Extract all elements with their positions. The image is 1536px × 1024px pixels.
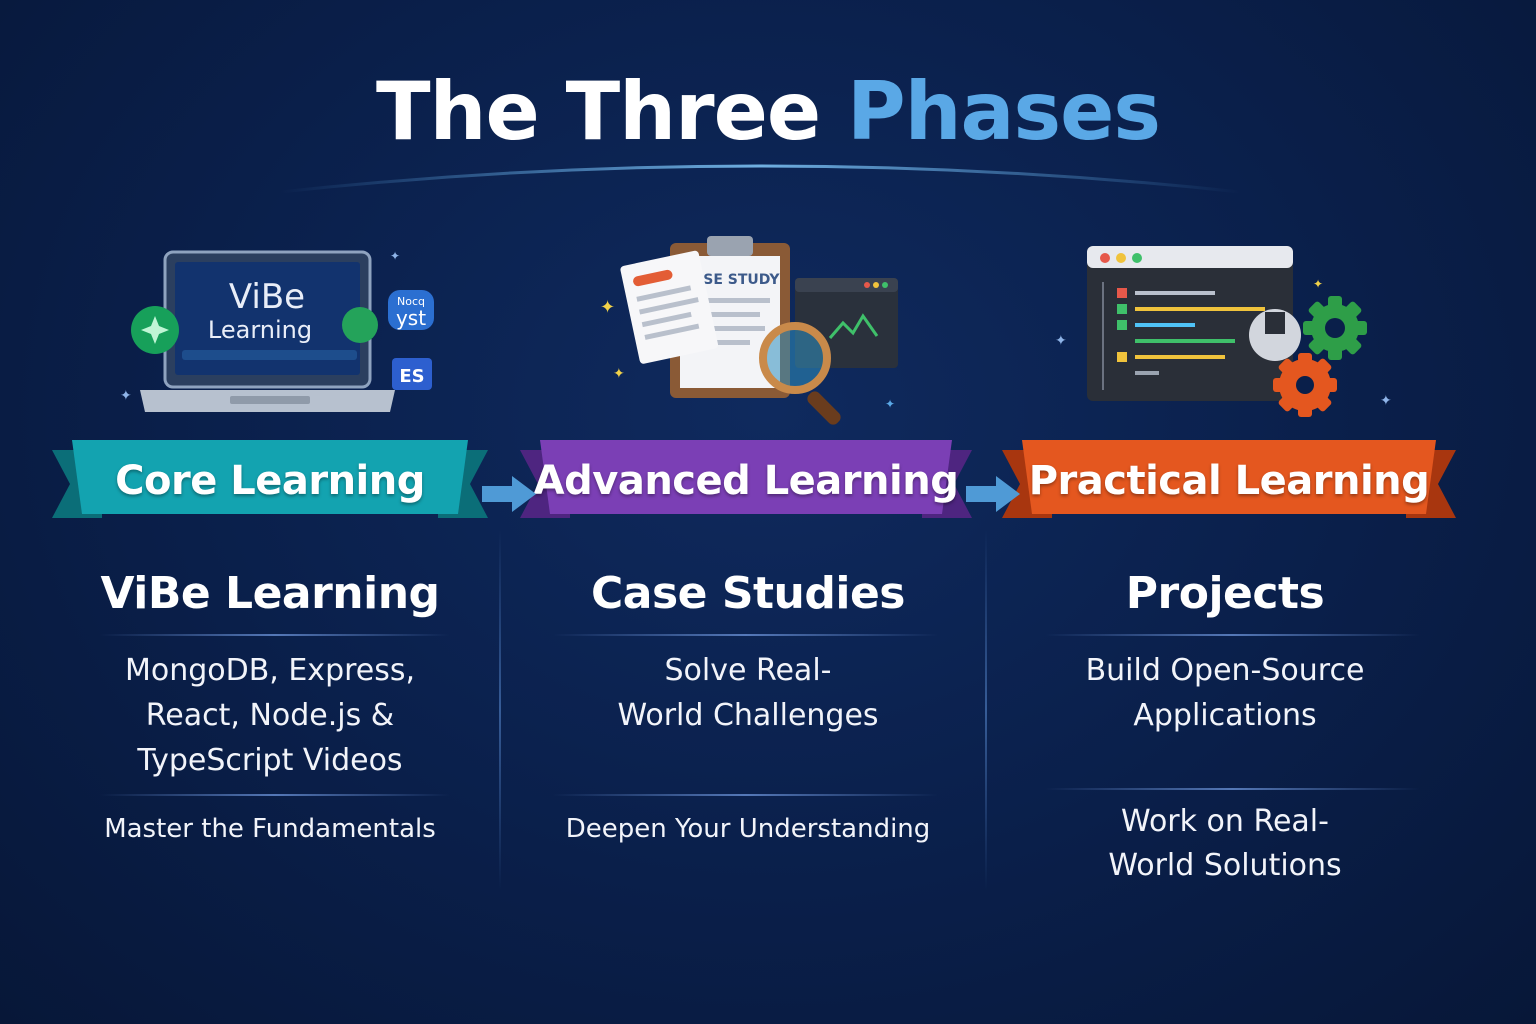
svg-text:✦: ✦ (600, 297, 615, 318)
svg-text:Nocq: Nocq (397, 295, 425, 308)
code-editor-gears-icon: ✦ ✦ ✦ (1055, 240, 1400, 425)
description-line: Applications (1133, 698, 1317, 733)
description-line: TypeScript Videos (137, 743, 403, 778)
description-line: Build Open-Source (1085, 653, 1365, 688)
svg-text:ES: ES (399, 366, 424, 387)
outcome-line: World Solutions (1108, 848, 1342, 883)
banner-label-core: Core Learning (115, 458, 425, 504)
page-title: The Three Phases (0, 72, 1536, 152)
column-divider (499, 530, 501, 890)
phase-outcome: Deepen Your Understanding (538, 814, 958, 844)
divider (553, 794, 938, 796)
divider (1045, 634, 1420, 636)
svg-text:✦: ✦ (390, 249, 400, 263)
arrow-right-icon (482, 476, 536, 512)
title-part1: The Three (375, 65, 821, 158)
svg-text:✦: ✦ (1380, 393, 1392, 409)
laptop-icon: ViBe Learning Nocq yst ES ✦ ✦ (110, 240, 450, 430)
divider (100, 634, 450, 636)
case-study-icon: ASE STUDY ✦ ✦ ✦ (595, 228, 915, 428)
svg-text:✦: ✦ (613, 366, 625, 382)
phase-heading: Case Studies (591, 568, 906, 619)
laptop-screen-title: ViBe (229, 277, 305, 317)
banner-practical-learning: Practical Learning (1002, 440, 1456, 524)
outcome-line: Work on Real- (1121, 804, 1329, 839)
phase-description: Solve Real- World Challenges (538, 648, 958, 738)
phase-core-column: ViBe Learning MongoDB, Express, React, N… (60, 568, 480, 888)
phase-advanced-column: Case Studies Solve Real- World Challenge… (538, 568, 958, 888)
description-line: MongoDB, Express, (124, 653, 416, 688)
phase-heading: ViBe Learning (100, 568, 440, 619)
phase-description: MongoDB, Express, React, Node.js & TypeS… (60, 648, 480, 783)
svg-text:✦: ✦ (1055, 333, 1067, 349)
divider (1045, 788, 1420, 790)
outcome-line: Deepen Your Understanding (565, 814, 931, 844)
svg-text:✦: ✦ (885, 397, 895, 411)
laptop-screen-subtitle: Learning (208, 316, 312, 344)
case-study-doc-label: ASE STUDY (692, 272, 780, 288)
arrow-right-icon (966, 476, 1020, 512)
title-part2: Phases (846, 65, 1161, 158)
banner-advanced-learning: Advanced Learning (520, 440, 972, 524)
title-underline-arc (279, 164, 1241, 194)
description-line: React, Node.js & (145, 698, 395, 733)
divider (100, 794, 450, 796)
description-line: World Challenges (617, 698, 879, 733)
phase-practical-column: Projects Build Open-Source Applications … (1020, 568, 1430, 898)
banner-label-practical: Practical Learning (1028, 458, 1430, 504)
phase-outcome: Master the Fundamentals (60, 814, 480, 844)
phase-heading: Projects (1125, 568, 1325, 619)
svg-text:✦: ✦ (1313, 277, 1323, 291)
svg-text:yst: yst (396, 306, 426, 330)
description-line: Solve Real- (664, 653, 832, 688)
divider (553, 634, 938, 636)
banner-core-learning: Core Learning (52, 440, 488, 524)
column-divider (985, 530, 987, 890)
phase-description: Build Open-Source Applications (1020, 648, 1430, 738)
banner-label-advanced: Advanced Learning (533, 458, 959, 504)
outcome-line: Master the Fundamentals (104, 814, 436, 844)
svg-text:✦: ✦ (120, 388, 132, 404)
phase-outcome: Work on Real- World Solutions (1020, 800, 1430, 888)
